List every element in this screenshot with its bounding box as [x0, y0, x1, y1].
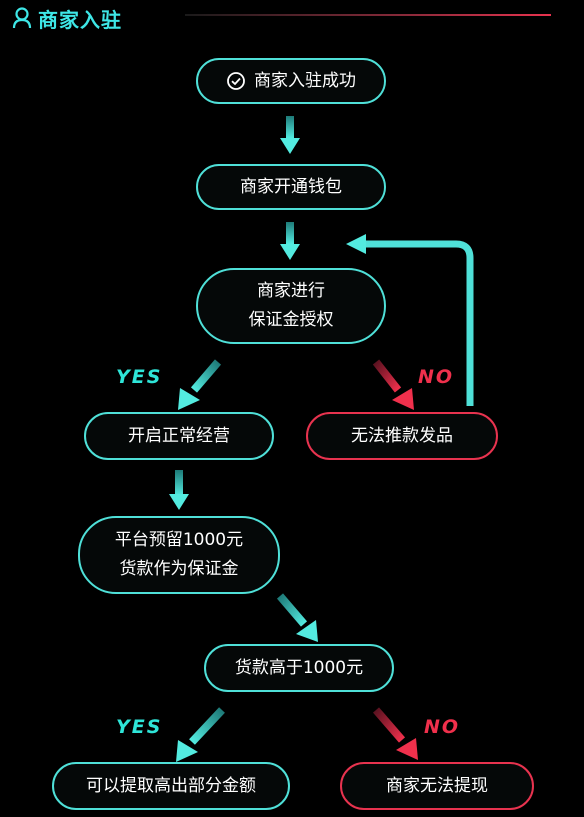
label-no-1: NO — [418, 366, 455, 388]
node-reserve-line1: 平台预留1000元 — [114, 530, 244, 550]
node-deposit-line1: 商家进行 — [257, 281, 325, 301]
arrow-over-to-nowithdraw — [372, 707, 418, 760]
arrow-over-to-withdraw — [176, 707, 225, 762]
node-reserve-line2: 货款作为保证金 — [119, 559, 239, 579]
label-yes-1: YES — [116, 366, 163, 388]
arrow-deposit-to-nosell — [372, 359, 414, 410]
node-normal-label: 开启正常经营 — [128, 425, 230, 446]
node-wallet: 商家开通钱包 — [196, 164, 386, 210]
node-normal: 开启正常经营 — [84, 412, 274, 460]
node-success-label: 商家入驻成功 — [254, 70, 356, 91]
page-title: 商家入驻 — [38, 7, 122, 32]
node-withdraw-part-label: 可以提取高出部分金额 — [86, 775, 256, 796]
label-yes-2: YES — [116, 716, 163, 738]
check-circle-icon — [227, 72, 245, 90]
node-withdraw-part: 可以提取高出部分金额 — [52, 762, 290, 810]
arrow-normal-to-reserve — [169, 470, 189, 510]
label-no-2: NO — [424, 716, 461, 738]
node-success: 商家入驻成功 — [196, 58, 386, 104]
header-divider — [185, 14, 551, 16]
node-over-label: 货款高于1000元 — [234, 657, 364, 678]
node-no-sell-label: 无法推款发品 — [351, 425, 453, 446]
node-no-withdraw: 商家无法提现 — [340, 762, 534, 810]
node-no-sell: 无法推款发品 — [306, 412, 498, 460]
arrow-loop-back — [346, 234, 474, 406]
node-no-withdraw-label: 商家无法提现 — [386, 775, 488, 796]
node-wallet-label: 商家开通钱包 — [240, 176, 342, 197]
user-icon — [12, 7, 32, 29]
node-over: 货款高于1000元 — [204, 644, 394, 692]
arrow-wallet-to-deposit — [280, 222, 300, 260]
arrow-deposit-to-normal — [178, 359, 222, 410]
node-reserve: 平台预留1000元 货款作为保证金 — [78, 516, 280, 594]
node-deposit-line2: 保证金授权 — [248, 310, 334, 330]
node-deposit: 商家进行 保证金授权 — [196, 268, 386, 344]
arrow-success-to-wallet — [280, 116, 300, 154]
arrow-reserve-to-over — [276, 593, 318, 642]
page-header: 商家入驻 — [12, 4, 122, 32]
